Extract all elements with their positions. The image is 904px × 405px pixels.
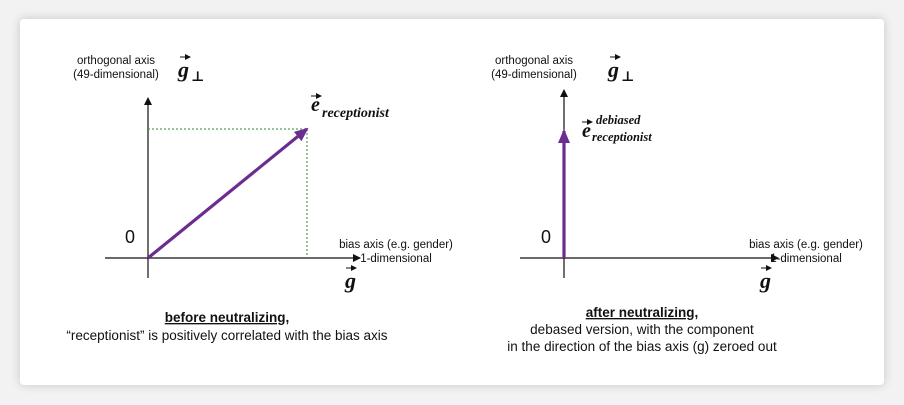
right-caption-line1: debased version, with the component [530, 322, 754, 337]
left-panel: orthogonal axis (49-dimensional) g ⊥ e r… [66, 54, 453, 343]
right-x-axis-symbol: g [759, 268, 771, 293]
left-y-axis-label-line2: (49-dimensional) [73, 69, 159, 81]
left-vector-symbol: e [311, 94, 320, 116]
right-x-axis-label-line1: bias axis (e.g. gender) [749, 239, 863, 251]
left-caption-line1: “receptionist” is positively correlated … [66, 328, 387, 343]
right-x-axis-label-line2: 1-dimensional [770, 253, 842, 265]
right-vector-symbol: e [582, 120, 591, 142]
right-y-axis-label-line1: orthogonal axis [495, 55, 573, 67]
left-x-axis-label-line1: bias axis (e.g. gender) [339, 239, 453, 251]
left-y-axis-symbol: g [177, 57, 189, 82]
left-y-axis-label-line1: orthogonal axis [77, 55, 155, 67]
left-x-axis-label-line2: 1-dimensional [360, 253, 432, 265]
right-vector-superscript: debiased [596, 113, 641, 127]
right-panel: orthogonal axis (49-dimensional) g ⊥ e d… [491, 54, 863, 354]
right-y-axis-subscript: ⊥ [621, 70, 634, 85]
right-origin-label: 0 [541, 227, 551, 247]
right-caption-line2: in the direction of the bias axis (g) ze… [507, 339, 777, 354]
right-y-axis-label-line2: (49-dimensional) [491, 69, 577, 81]
left-x-axis-symbol: g [344, 268, 356, 293]
left-y-axis-subscript: ⊥ [191, 70, 204, 85]
left-receptionist-vector [146, 127, 309, 260]
left-origin-label: 0 [125, 227, 135, 247]
right-vector-subscript: receptionist [592, 130, 652, 144]
left-caption-title: before neutralizing, [165, 310, 290, 325]
left-vector-subscript: receptionist [322, 106, 390, 121]
right-y-axis-symbol: g [607, 57, 619, 82]
diagram-card [20, 19, 884, 385]
right-caption-title: after neutralizing, [586, 305, 699, 320]
